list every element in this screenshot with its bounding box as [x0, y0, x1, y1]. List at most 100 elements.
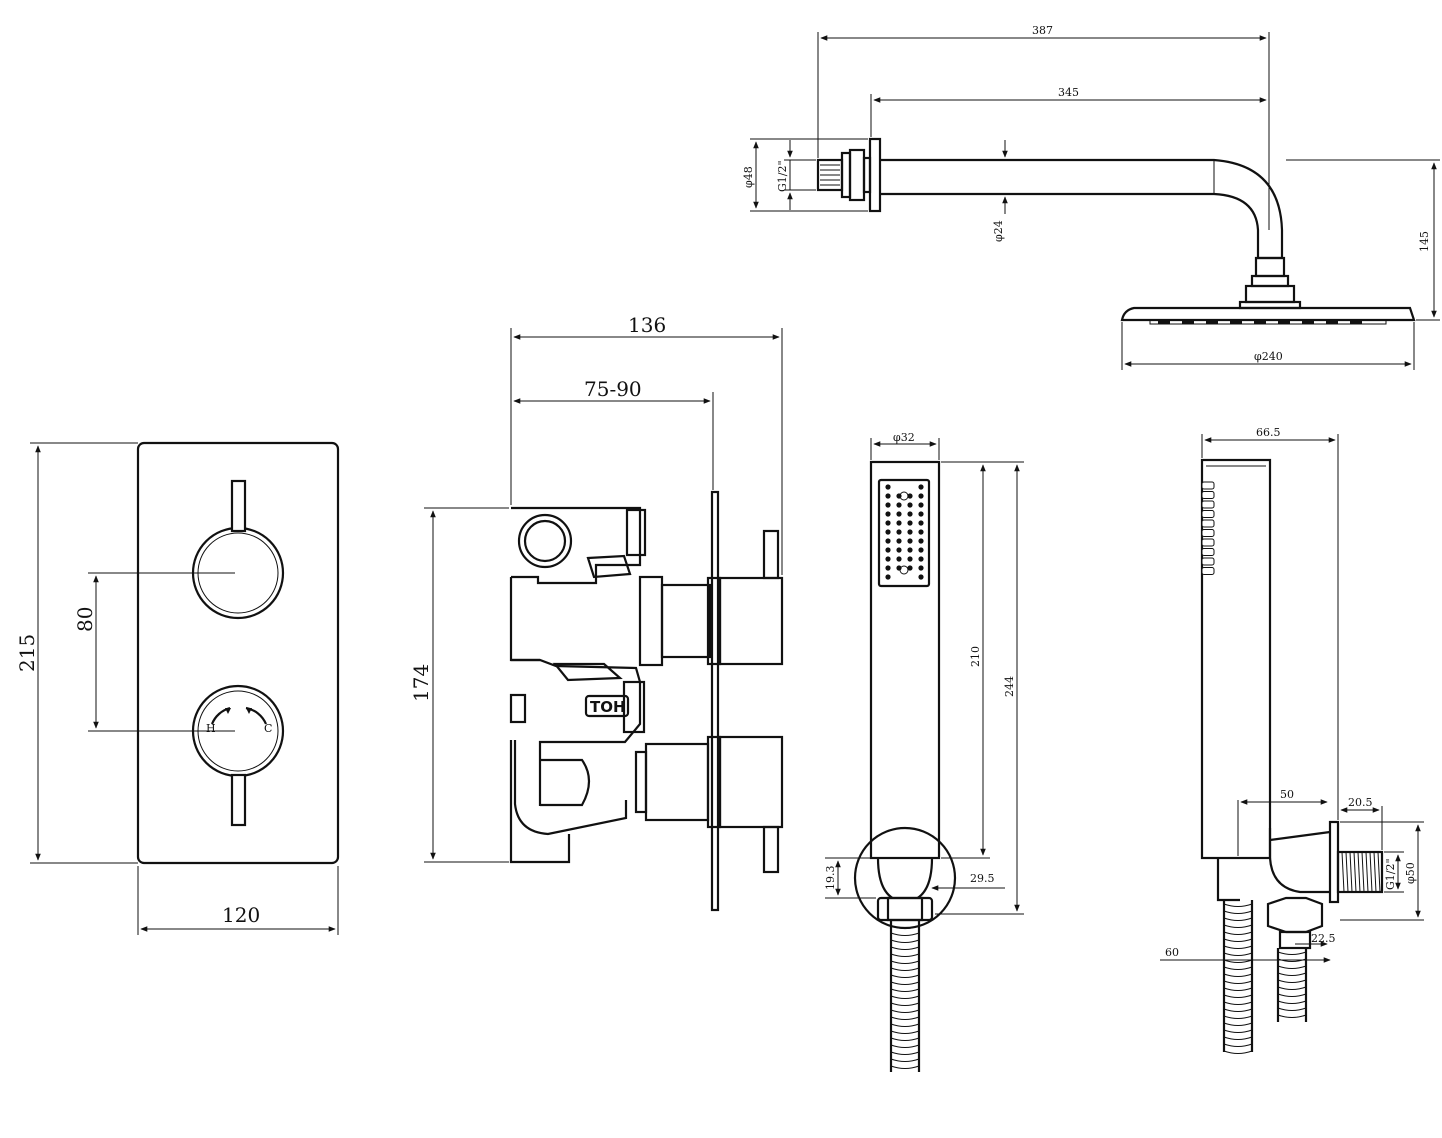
dim-outlet-flange: φ50: [1404, 862, 1417, 884]
hose-coil: [890, 953, 920, 957]
hose-coil: [890, 1051, 920, 1055]
hose-coil: [1223, 903, 1253, 907]
nozzle-dot: [885, 502, 891, 508]
hose-coil: [890, 1002, 920, 1006]
dim-valve-depth-range: 75-90: [584, 377, 642, 401]
hose-coil: [1223, 1043, 1253, 1047]
brand-marking: TOH: [590, 698, 626, 716]
nozzle-dot: [885, 511, 891, 517]
handset-side-view: 66.5 50 20.5 G1/2" φ50 60 22.5: [1160, 426, 1424, 1054]
nozzle-dot: [896, 529, 902, 535]
nozzle-dot: [918, 538, 924, 544]
thread-line: [1361, 851, 1365, 893]
dim-hose-offset: 60: [1165, 946, 1179, 959]
nozzle-dot: [918, 529, 924, 535]
dim-arm-length: 345: [1058, 86, 1079, 99]
hot-marking: H: [206, 722, 216, 735]
hose-coil: [890, 967, 920, 971]
hose-coil: [1223, 945, 1253, 949]
hose-coil: [890, 960, 920, 964]
thread-line: [1369, 851, 1373, 893]
upper-handle-lever: [230, 479, 247, 533]
handset-hose: [889, 920, 921, 1072]
nozzle-dot: [918, 574, 924, 580]
nozzle-dot: [896, 538, 902, 544]
dim-valve-depth: 136: [628, 313, 666, 337]
dim-handle-spacing: 80: [73, 607, 97, 632]
side-nozzle: [1201, 529, 1215, 537]
dim-head-diameter: φ240: [1254, 350, 1283, 363]
hose-coil: [1223, 917, 1253, 921]
hose-coil: [890, 925, 920, 929]
rain-shower-head: [1120, 306, 1416, 322]
dim-plate-height: 215: [15, 634, 39, 672]
shower-head-assembly: 387 345 φ48 G1/2" φ24 145 φ240: [742, 24, 1440, 370]
side-nozzle: [1201, 491, 1215, 499]
hose-coil: [890, 946, 920, 950]
hose-coil: [1223, 973, 1253, 977]
hose-coil: [890, 988, 920, 992]
nozzle-dot: [918, 565, 924, 571]
hose-coil: [1277, 972, 1307, 976]
nozzle-dot: [885, 520, 891, 526]
hose-coil: [1223, 1029, 1253, 1033]
thread-line: [1353, 851, 1357, 893]
hose-coil: [1277, 1014, 1307, 1018]
dim-arm-overall: 387: [1032, 24, 1053, 37]
dim-shower-drop: 145: [1418, 231, 1431, 252]
hose-coil: [1223, 1036, 1253, 1040]
side-nozzle: [1201, 538, 1215, 547]
hose-coil: [1223, 1008, 1253, 1012]
hose-coil: [890, 939, 920, 943]
dim-valve-height: 174: [409, 664, 433, 702]
handset-body: [869, 460, 941, 860]
dim-outlet-thread: G1/2": [1384, 858, 1397, 890]
hose-coil: [1223, 966, 1253, 970]
thread-line: [1373, 851, 1377, 893]
cold-marking: C: [264, 722, 272, 735]
nozzle-dot: [907, 493, 913, 499]
hose-coil: [890, 1023, 920, 1027]
dim-side-depth: 66.5: [1256, 426, 1281, 439]
dim-bracket-offset: 19.3: [824, 866, 837, 891]
hose-coil: [1223, 994, 1253, 998]
dim-handset-total: 244: [1003, 676, 1016, 697]
hose-coil: [1223, 931, 1253, 935]
nozzle-dot: [885, 484, 891, 490]
hose-coil: [1223, 980, 1253, 984]
hose-coil: [1223, 910, 1253, 914]
side-nozzle: [1201, 481, 1215, 490]
nozzle-dot: [885, 565, 891, 571]
nozzle-dot: [907, 502, 913, 508]
nozzle-dot: [918, 493, 924, 499]
hose-coil: [1277, 1000, 1307, 1004]
dim-plate-width: 120: [222, 903, 260, 927]
hose-coil: [890, 932, 920, 936]
hose-coil: [1223, 1015, 1253, 1019]
side-nozzle: [1201, 510, 1215, 518]
dim-handset-length: 210: [969, 646, 982, 667]
nozzle-dot: [885, 556, 891, 562]
handset-side-body: [1200, 458, 1272, 860]
valve-front-view: H C 215 120 80: [15, 441, 340, 935]
nozzle-dot: [885, 538, 891, 544]
wall-flange: [868, 137, 882, 213]
shower-head-nozzles: [1149, 319, 1387, 325]
thread-line: [1377, 851, 1381, 893]
hose-coil: [890, 1037, 920, 1041]
hose-coil: [890, 1009, 920, 1013]
side-nozzle: [1201, 557, 1215, 566]
hose-coil: [890, 1030, 920, 1034]
hose-coil: [1223, 1001, 1253, 1005]
nozzle-dot: [885, 574, 891, 580]
dim-bracket-width: 29.5: [970, 872, 995, 885]
hose-coil: [890, 981, 920, 985]
nozzle-dot: [907, 556, 913, 562]
nozzle-dot: [918, 502, 924, 508]
dim-outlet-length: 20.5: [1348, 796, 1373, 809]
dim-arm-diameter: φ24: [992, 220, 1005, 242]
hose-coil: [890, 974, 920, 978]
hose-coil: [890, 1058, 920, 1062]
handset-spray-face: [877, 478, 931, 588]
